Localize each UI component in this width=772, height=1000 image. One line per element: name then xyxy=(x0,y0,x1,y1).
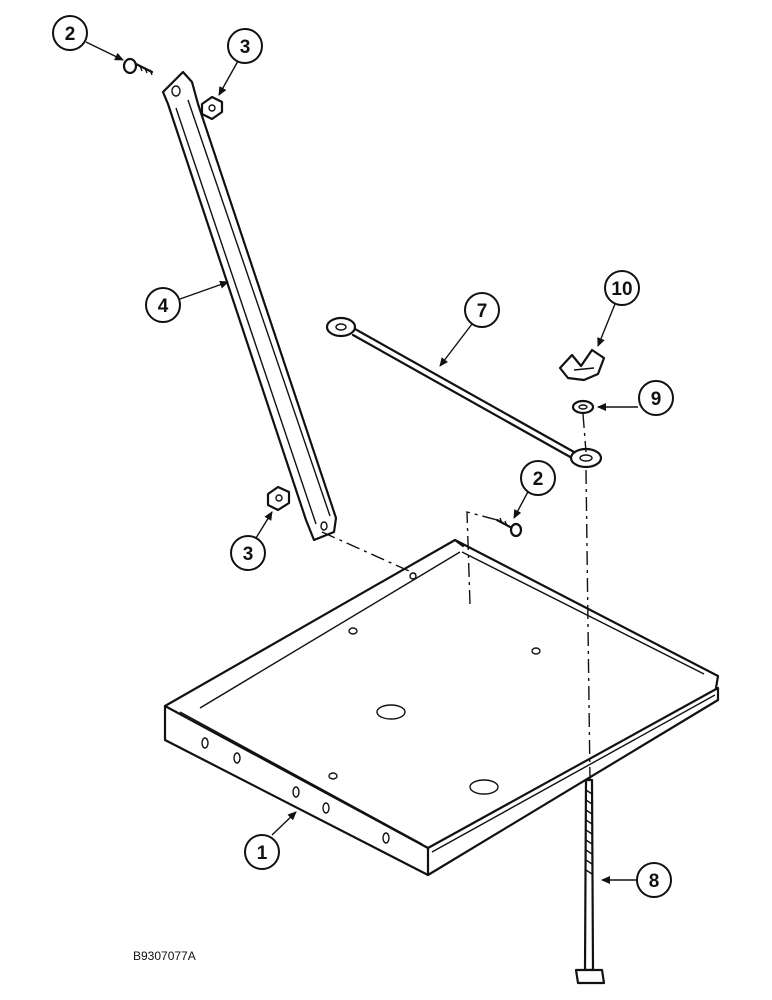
nut-lower xyxy=(266,485,291,512)
battery-tray xyxy=(163,538,720,877)
callout-1: 1 xyxy=(244,834,280,870)
callout-9: 9 xyxy=(638,380,674,416)
callout-label: 9 xyxy=(651,389,662,410)
callout-4: 4 xyxy=(145,287,181,323)
callout-2-top: 2 xyxy=(52,15,88,51)
nut-top xyxy=(200,95,224,121)
support-strap xyxy=(161,70,338,542)
callout-label: 2 xyxy=(533,469,544,490)
callout-label: 8 xyxy=(649,871,660,892)
callout-label: 2 xyxy=(65,24,76,45)
assembly-lines xyxy=(321,413,591,781)
washer xyxy=(571,399,595,415)
callout-7: 7 xyxy=(464,292,500,328)
callout-label: 4 xyxy=(158,296,169,317)
hold-down-bolt xyxy=(574,778,606,985)
tie-rod xyxy=(325,316,603,469)
callout-label: 7 xyxy=(477,301,488,322)
figure-id: B9307077A xyxy=(133,949,196,963)
bolt-lower xyxy=(495,517,523,538)
callout-3-lower: 3 xyxy=(230,535,266,571)
bolt-top xyxy=(122,57,154,76)
callout-10: 10 xyxy=(604,270,640,306)
wing-nut xyxy=(558,348,606,382)
callout-label: 3 xyxy=(240,37,251,58)
callout-label: 10 xyxy=(611,279,632,300)
callout-2-lower: 2 xyxy=(520,460,556,496)
callout-label: 1 xyxy=(257,843,268,864)
callout-label: 3 xyxy=(243,544,254,565)
callout-3-top: 3 xyxy=(227,28,263,64)
callout-8: 8 xyxy=(636,862,672,898)
